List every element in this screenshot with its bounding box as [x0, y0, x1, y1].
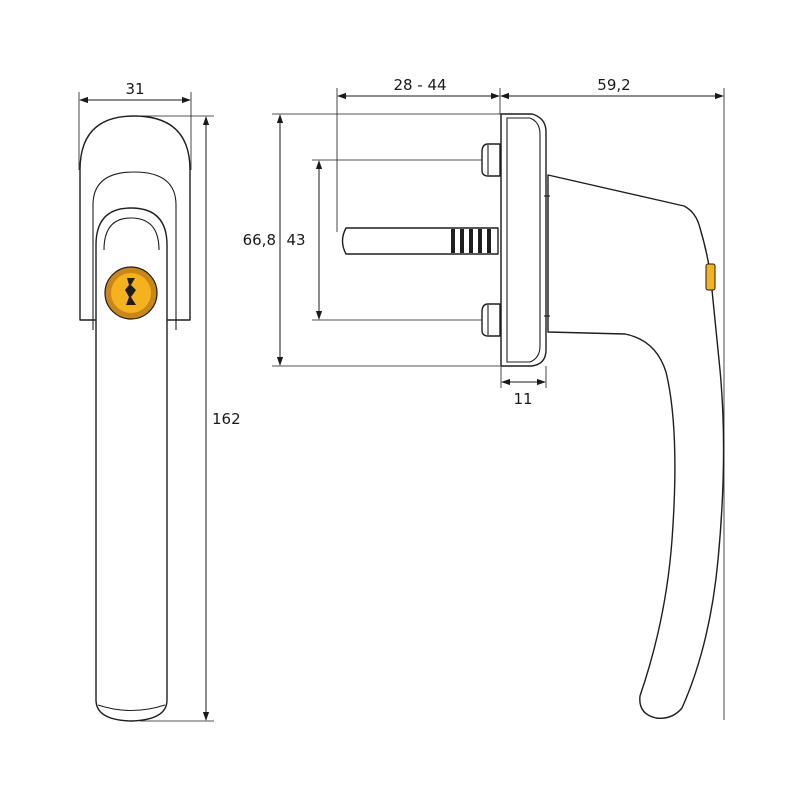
spindle-bar [341, 227, 499, 255]
spindle-stripe [487, 229, 491, 253]
dim-label-thickness: 11 [513, 390, 532, 408]
handle-side-view [341, 113, 725, 719]
dim-width-front: 31 [78, 80, 192, 170]
dim-label-rosette-height: 66,8 [243, 231, 276, 249]
keyhole-icon [125, 278, 136, 305]
dim-rosette-thickness: 11 [500, 366, 547, 408]
front-lever-outline [95, 207, 168, 722]
upper-screw-boss [481, 143, 501, 177]
dim-projection: 59,2 [500, 76, 725, 720]
spindle-stripe [478, 229, 482, 253]
dim-label-screw-spacing: 43 [286, 231, 305, 249]
spindle-stripe [451, 229, 455, 253]
front-neck-outline [92, 171, 177, 330]
dim-height-total: 162 [140, 115, 241, 722]
dim-label-projection: 59,2 [597, 76, 630, 94]
spindle-stripe [460, 229, 464, 253]
front-lever-bottom-edge [97, 704, 166, 711]
dim-label-height: 162 [212, 410, 241, 428]
dim-screw-spacing: 43 [286, 159, 482, 321]
dim-spindle-range: 28 - 44 [336, 76, 501, 232]
square-spindle [341, 227, 499, 255]
side-cylinder-stub [705, 263, 716, 291]
key-cylinder-icon [104, 266, 158, 320]
dim-label-width: 31 [125, 80, 144, 98]
side-lever-outline [547, 174, 725, 719]
side-rosette [500, 113, 547, 367]
handle-front-view [79, 115, 191, 722]
dim-label-spindle: 28 - 44 [393, 76, 446, 94]
lower-screw-boss [481, 303, 501, 337]
dim-rosette-height: 66,8 [243, 113, 500, 367]
spindle-stripe [469, 229, 473, 253]
front-lever-inner [103, 217, 160, 251]
